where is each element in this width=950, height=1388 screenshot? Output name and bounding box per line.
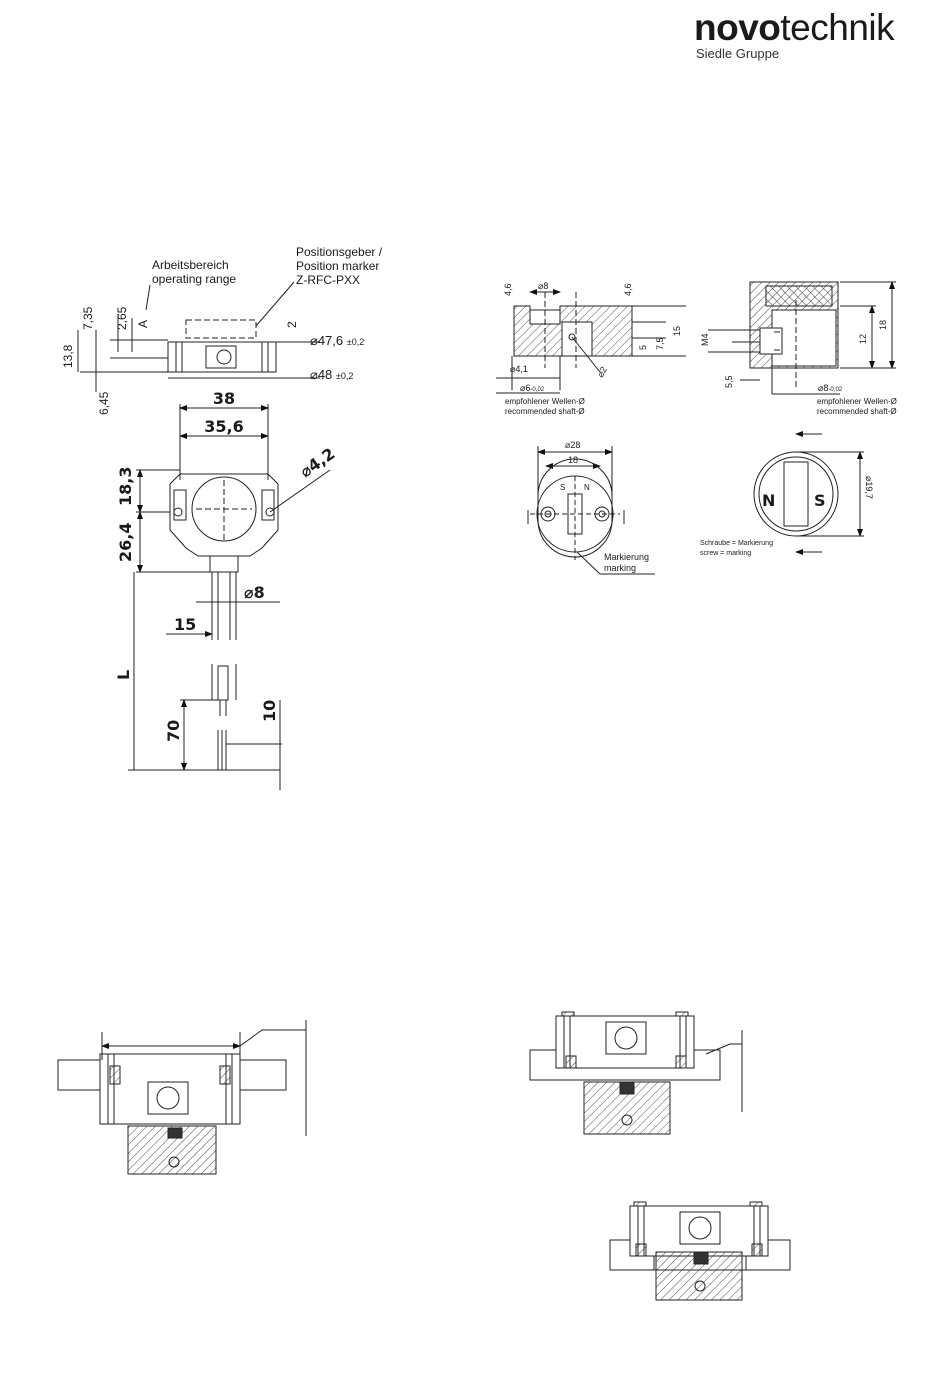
mounting-drawing-1 xyxy=(57,1020,307,1175)
dim-70: 70 xyxy=(164,720,183,742)
brand-light: technik xyxy=(780,7,895,48)
marker-a-top: ⌀28 18 S N Markierung marking xyxy=(527,440,655,575)
dim-a-dia-6: ⌀6-0,02 xyxy=(520,383,545,393)
dim-2: 2 xyxy=(285,321,299,328)
mounting-drawing-2 xyxy=(529,1011,743,1135)
marker-a-pole-n: N xyxy=(584,483,590,492)
dim-a-dia-2-value: 2 xyxy=(598,365,609,374)
dim-b-dia-8-value: 8 xyxy=(823,383,828,393)
dim-a-4-6-left: 4,6 xyxy=(503,283,513,296)
dim-2-65: 2,65 xyxy=(115,306,129,330)
label-operating-range-en: operating range xyxy=(152,272,236,286)
dim-b-5-5: 5,5 xyxy=(724,375,734,388)
dim-a-dia-4-1-value: 4,1 xyxy=(515,364,528,374)
dim-a-dia-28: ⌀28 xyxy=(565,440,580,450)
marker-a-shaft-de: empfohlener Wellen-Ø xyxy=(505,397,585,406)
dim-b-dia-19-7-value: 19,7 xyxy=(864,481,874,499)
marker-b-shaft-de: empfohlener Wellen-Ø xyxy=(817,397,897,406)
marker-a-section: ⌀8 4,6 4,6 5 7,5 15 ⌀2 ⌀4,1 ⌀6-0,02 empf… xyxy=(496,281,686,416)
dim-b-m4: M4 xyxy=(700,333,710,346)
brand-group: Siedle Gruppe xyxy=(696,46,780,61)
label-position-marker-en: Position marker xyxy=(296,259,379,273)
dim-dia-47-6-tol: ±0,2 xyxy=(347,337,364,347)
dim-a-5: 5 xyxy=(638,345,648,350)
dim-7-35: 7,35 xyxy=(81,306,95,330)
marker-b-top: N S ⌀19,7 Schraube = Markierung screw = … xyxy=(700,431,874,557)
marker-b-pole-n: N xyxy=(762,491,775,510)
brand-bold: novo xyxy=(694,7,781,48)
marker-a-shaft-en: recommended shaft-Ø xyxy=(505,407,585,416)
dim-35-6: 35,6 xyxy=(204,417,243,436)
sensor-top-view: 38 35,6 ⌀4,2 18,3 26,4 xyxy=(114,389,338,790)
dim-dia-8: ⌀8 xyxy=(244,583,265,602)
dim-15: 15 xyxy=(174,615,196,634)
dim-10: 10 xyxy=(260,700,279,722)
dim-a-dia-6-tol: -0,02 xyxy=(530,387,544,393)
marker-a-marking-de: Markierung xyxy=(604,552,649,562)
dim-6-45: 6,45 xyxy=(97,391,111,415)
marker-b-screw-de: Schraube = Markierung xyxy=(700,540,773,547)
label-position-marker-de: Positionsgeber / xyxy=(296,245,383,259)
dim-18-3: 18,3 xyxy=(116,467,135,506)
dim-b-18: 18 xyxy=(878,320,888,330)
marker-b-shaft-en: recommended shaft-Ø xyxy=(817,407,897,416)
label-position-marker-model: Z-RFC-PXX xyxy=(296,273,360,287)
dim-26-4: 26,4 xyxy=(116,523,135,562)
dim-b-12: 12 xyxy=(858,334,868,344)
dim-a-dia-4-1: ⌀4,1 xyxy=(510,364,528,374)
mounting-drawing-3 xyxy=(609,1201,791,1301)
dim-13-8: 13,8 xyxy=(61,344,75,368)
marker-b-pole-s: S xyxy=(814,491,826,510)
dim-a-4-6-right: 4,6 xyxy=(623,283,633,296)
marker-b-screw-en: screw = marking xyxy=(700,550,751,557)
dim-dia-4-2-value: 4,2 xyxy=(304,444,338,476)
dim-dia-8-value: 8 xyxy=(254,583,265,602)
dim-b-dia-8-tol: -0,02 xyxy=(828,387,842,393)
marker-b-section: 12 18 M4 5,5 ⌀8-0,02 empfohlener Wellen-… xyxy=(700,281,897,416)
dim-a-dia-2: ⌀2 xyxy=(595,365,609,379)
dim-dia-48-tol: ±0,2 xyxy=(336,371,353,381)
dim-dia-48-value: 48 xyxy=(318,367,332,382)
dim-dia-47-6: ⌀47,6 ±0,2 xyxy=(310,333,364,348)
dim-dia-48: ⌀48 ±0,2 xyxy=(310,367,353,382)
dim-a-dia-28-value: 28 xyxy=(570,440,580,450)
novotechnik-logo: novotechnik Siedle Gruppe xyxy=(694,6,924,61)
dim-dia-47-6-value: 47,6 xyxy=(318,333,343,348)
dim-a-dia-8: ⌀8 xyxy=(538,281,548,291)
dim-a-18: 18 xyxy=(568,455,578,465)
dim-dia-4-2: ⌀4,2 xyxy=(296,444,338,481)
marker-a-marking-en: marking xyxy=(604,563,636,573)
dim-a-7-5: 7,5 xyxy=(655,337,665,350)
marker-a-pole-s: S xyxy=(560,483,565,492)
dim-b-dia-8: ⌀8-0,02 xyxy=(818,383,843,393)
label-operating-range-de: Arbeitsbereich xyxy=(152,258,229,272)
dim-38: 38 xyxy=(213,389,235,408)
dim-a-dia-6-value: 6 xyxy=(525,383,530,393)
dim-b-dia-19-7: ⌀19,7 xyxy=(864,476,874,499)
dim-L: L xyxy=(114,670,133,680)
dim-a-15: 15 xyxy=(672,326,682,336)
dim-A: A xyxy=(136,320,150,328)
sensor-side-view: Arbeitsbereich operating range Positions… xyxy=(61,245,383,415)
dim-a-dia-8-value: 8 xyxy=(543,281,548,291)
